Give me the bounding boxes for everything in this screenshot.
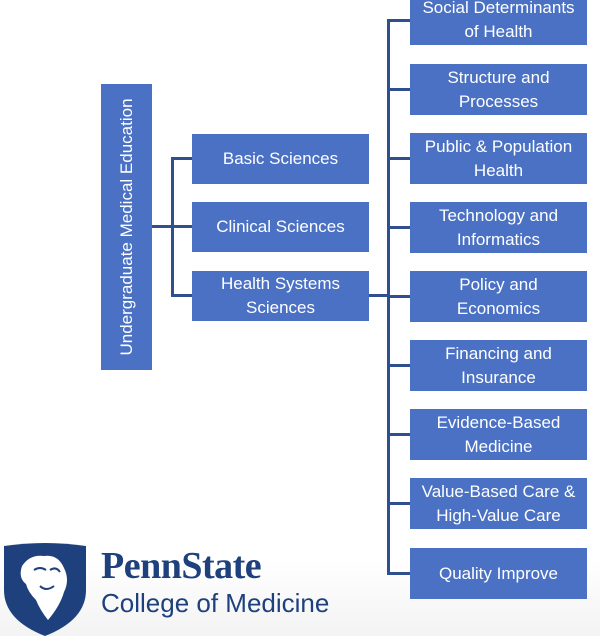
root-node: Undergraduate Medical Education xyxy=(101,84,152,370)
pennstate-logo: PennState College of Medicine xyxy=(0,540,400,636)
connector-l2-4 xyxy=(387,295,410,298)
node-public-population-health: Public & Population Health xyxy=(410,133,587,184)
node-policy-economics: Policy and Economics xyxy=(410,271,587,322)
connector-l2-8 xyxy=(387,572,410,575)
connector-l2-6 xyxy=(387,433,410,436)
node-health-systems-sciences: Health Systems Sciences xyxy=(192,271,369,321)
node-clinical-sciences: Clinical Sciences xyxy=(192,202,369,252)
connector-health-systems xyxy=(171,294,192,297)
root-label: Undergraduate Medical Education xyxy=(116,98,136,356)
connector-l2-7 xyxy=(387,502,410,505)
brand-subtitle: College of Medicine xyxy=(101,588,330,618)
nittany-lion-shield-icon xyxy=(4,543,86,636)
connector-clinical-sciences xyxy=(171,225,192,228)
node-value-based-care: Value-Based Care & High-Value Care xyxy=(410,478,587,529)
root-connector xyxy=(152,225,173,228)
node-technology-informatics: Technology and Informatics xyxy=(410,202,587,253)
brand-name: PennState xyxy=(101,545,262,587)
node-quality-improvement: Quality Improve xyxy=(410,548,587,599)
node-basic-sciences: Basic Sciences xyxy=(192,134,369,184)
hss-connector xyxy=(369,294,389,297)
connector-l2-0 xyxy=(387,19,410,22)
node-financing-insurance: Financing and Insurance xyxy=(410,340,587,391)
connector-l2-1 xyxy=(387,88,410,91)
connector-l2-5 xyxy=(387,364,410,367)
node-evidence-based-medicine: Evidence-Based Medicine xyxy=(410,409,587,460)
connector-l2-3 xyxy=(387,226,410,229)
node-structure-processes: Structure and Processes xyxy=(410,64,587,115)
node-social-determinants: Social Determinants of Health xyxy=(410,0,587,45)
connector-basic-sciences xyxy=(171,157,192,160)
connector-l2-2 xyxy=(387,157,410,160)
